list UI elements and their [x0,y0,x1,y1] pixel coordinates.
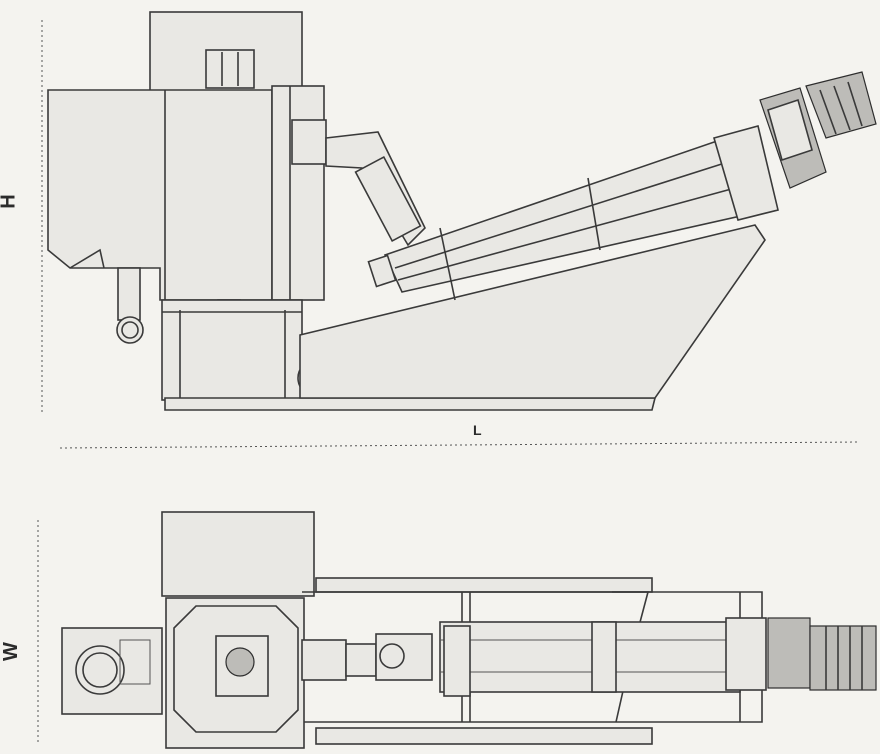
length-dimension-line [59,441,861,449]
base-skid [164,397,657,411]
drive-housing [713,125,779,221]
side-box [291,119,327,165]
inclined-support [299,224,766,399]
plan-gearbox [767,617,811,689]
plan-transfer-pipe [301,639,347,681]
plan-hopper [161,511,315,597]
screw-end-cap [367,254,397,288]
plan-motor [809,625,877,691]
tank-side-panel [271,85,325,301]
height-dimension-label: H [0,194,21,208]
plan-screw-tube [439,621,741,693]
chute-pipe [354,155,422,243]
width-dimension-label: W [0,642,22,661]
plan-view [37,511,877,749]
base-frame [161,299,303,401]
plan-tank-drain [225,647,255,677]
plan-coupling [375,633,433,681]
side-view [41,11,877,449]
drain-outlet-left [116,316,144,344]
plan-rail-top [315,577,653,593]
hopper-inlet [205,49,255,89]
drain-pipe-left [117,267,141,321]
plan-drive-flange [725,617,767,691]
main-tank [47,89,273,301]
plan-rail-bottom [315,727,653,745]
length-dimension-label: L [473,422,482,438]
